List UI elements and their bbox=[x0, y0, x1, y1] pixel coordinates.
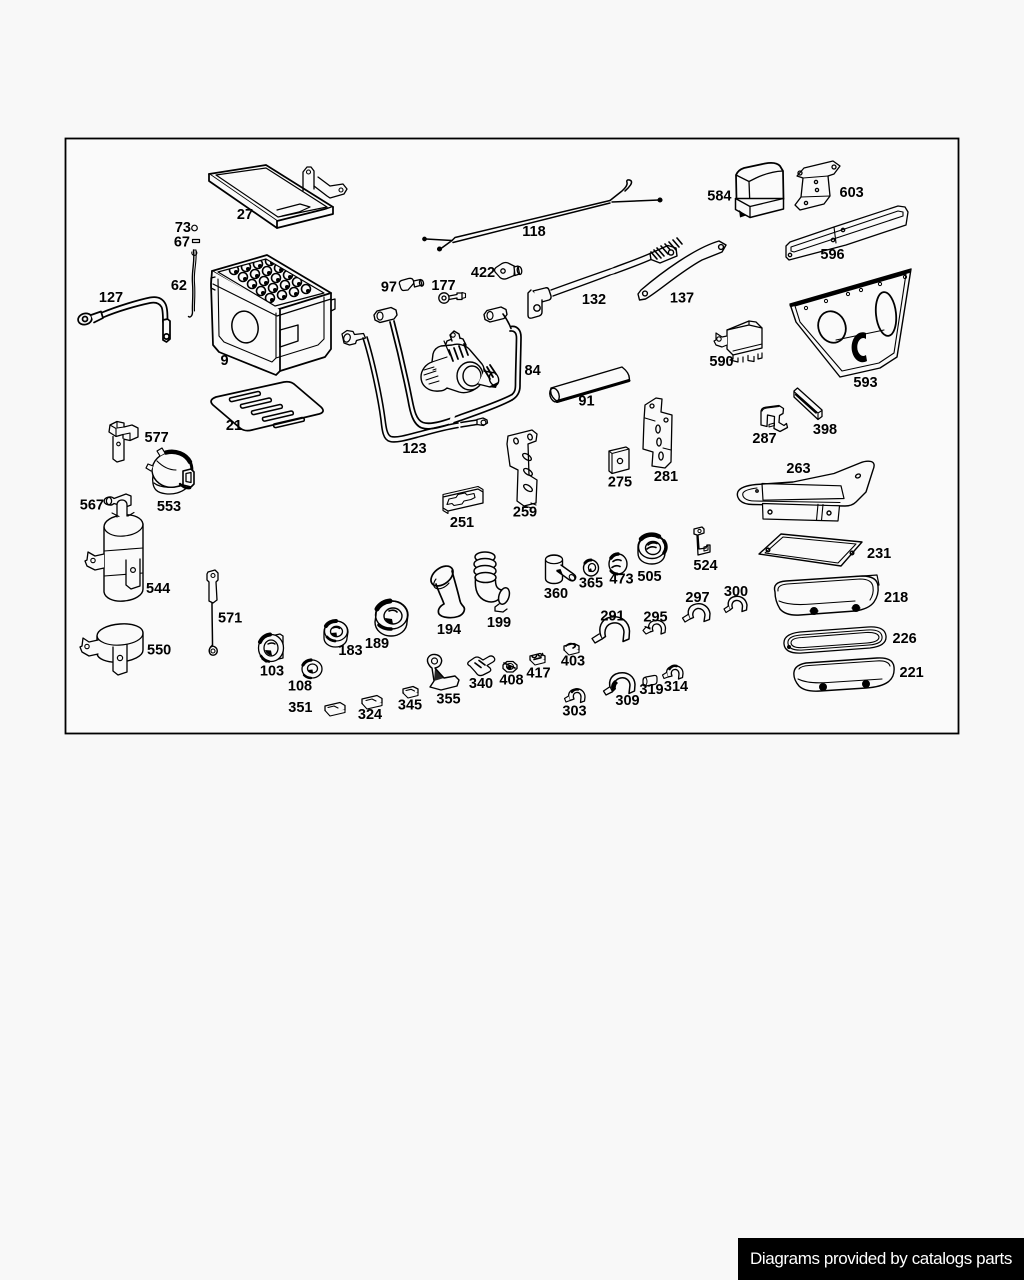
svg-text:505: 505 bbox=[637, 569, 661, 585]
svg-text:103: 103 bbox=[260, 664, 284, 680]
svg-text:596: 596 bbox=[820, 247, 844, 263]
svg-text:309: 309 bbox=[615, 693, 639, 709]
svg-text:340: 340 bbox=[469, 676, 493, 692]
svg-text:593: 593 bbox=[853, 375, 877, 391]
svg-text:544: 544 bbox=[146, 581, 170, 597]
svg-text:218: 218 bbox=[884, 590, 908, 606]
svg-text:422: 422 bbox=[471, 265, 495, 281]
svg-text:137: 137 bbox=[670, 291, 694, 307]
svg-text:118: 118 bbox=[522, 224, 545, 240]
svg-text:319: 319 bbox=[639, 682, 663, 698]
svg-text:21: 21 bbox=[226, 418, 242, 434]
svg-text:281: 281 bbox=[654, 469, 678, 485]
svg-text:571: 571 bbox=[218, 611, 242, 627]
svg-text:584: 584 bbox=[707, 189, 731, 205]
svg-text:567: 567 bbox=[80, 498, 104, 514]
svg-text:27: 27 bbox=[237, 207, 253, 223]
svg-text:287: 287 bbox=[752, 431, 776, 447]
svg-text:62: 62 bbox=[171, 278, 187, 294]
svg-text:231: 231 bbox=[867, 546, 891, 562]
svg-text:577: 577 bbox=[145, 430, 169, 446]
svg-text:360: 360 bbox=[544, 586, 568, 602]
svg-text:291: 291 bbox=[600, 609, 624, 625]
svg-text:9: 9 bbox=[220, 353, 228, 369]
svg-text:84: 84 bbox=[525, 363, 541, 379]
svg-text:183: 183 bbox=[338, 643, 362, 659]
svg-text:355: 355 bbox=[436, 692, 460, 708]
svg-text:177: 177 bbox=[431, 278, 455, 294]
svg-text:189: 189 bbox=[365, 636, 389, 652]
svg-text:473: 473 bbox=[609, 572, 633, 588]
svg-text:603: 603 bbox=[840, 185, 864, 201]
svg-text:403: 403 bbox=[561, 654, 585, 670]
svg-text:108: 108 bbox=[288, 679, 312, 695]
svg-text:365: 365 bbox=[579, 576, 603, 592]
svg-text:91: 91 bbox=[578, 394, 594, 410]
svg-text:263: 263 bbox=[786, 461, 810, 477]
svg-text:73: 73 bbox=[175, 220, 191, 236]
svg-text:398: 398 bbox=[813, 422, 837, 438]
svg-text:221: 221 bbox=[900, 665, 924, 681]
svg-text:300: 300 bbox=[724, 584, 748, 600]
svg-text:550: 550 bbox=[147, 643, 171, 659]
svg-text:303: 303 bbox=[562, 704, 586, 720]
svg-text:132: 132 bbox=[582, 292, 606, 308]
svg-text:297: 297 bbox=[685, 590, 709, 606]
svg-text:259: 259 bbox=[513, 505, 537, 521]
svg-text:590: 590 bbox=[709, 354, 733, 370]
svg-text:194: 194 bbox=[437, 622, 461, 638]
svg-text:295: 295 bbox=[643, 610, 667, 626]
svg-text:408: 408 bbox=[499, 673, 523, 689]
svg-text:351: 351 bbox=[288, 700, 312, 716]
svg-text:67: 67 bbox=[174, 235, 190, 251]
svg-text:127: 127 bbox=[99, 290, 123, 306]
svg-text:275: 275 bbox=[608, 475, 632, 491]
svg-text:324: 324 bbox=[358, 707, 382, 723]
svg-text:97: 97 bbox=[381, 280, 397, 296]
svg-text:199: 199 bbox=[487, 615, 511, 631]
svg-text:524: 524 bbox=[693, 558, 717, 574]
svg-text:345: 345 bbox=[398, 698, 422, 714]
svg-text:226: 226 bbox=[893, 631, 917, 647]
svg-text:553: 553 bbox=[157, 499, 181, 515]
svg-text:314: 314 bbox=[664, 679, 688, 695]
svg-text:123: 123 bbox=[402, 441, 426, 457]
svg-text:251: 251 bbox=[450, 515, 474, 531]
svg-text:417: 417 bbox=[526, 666, 550, 682]
